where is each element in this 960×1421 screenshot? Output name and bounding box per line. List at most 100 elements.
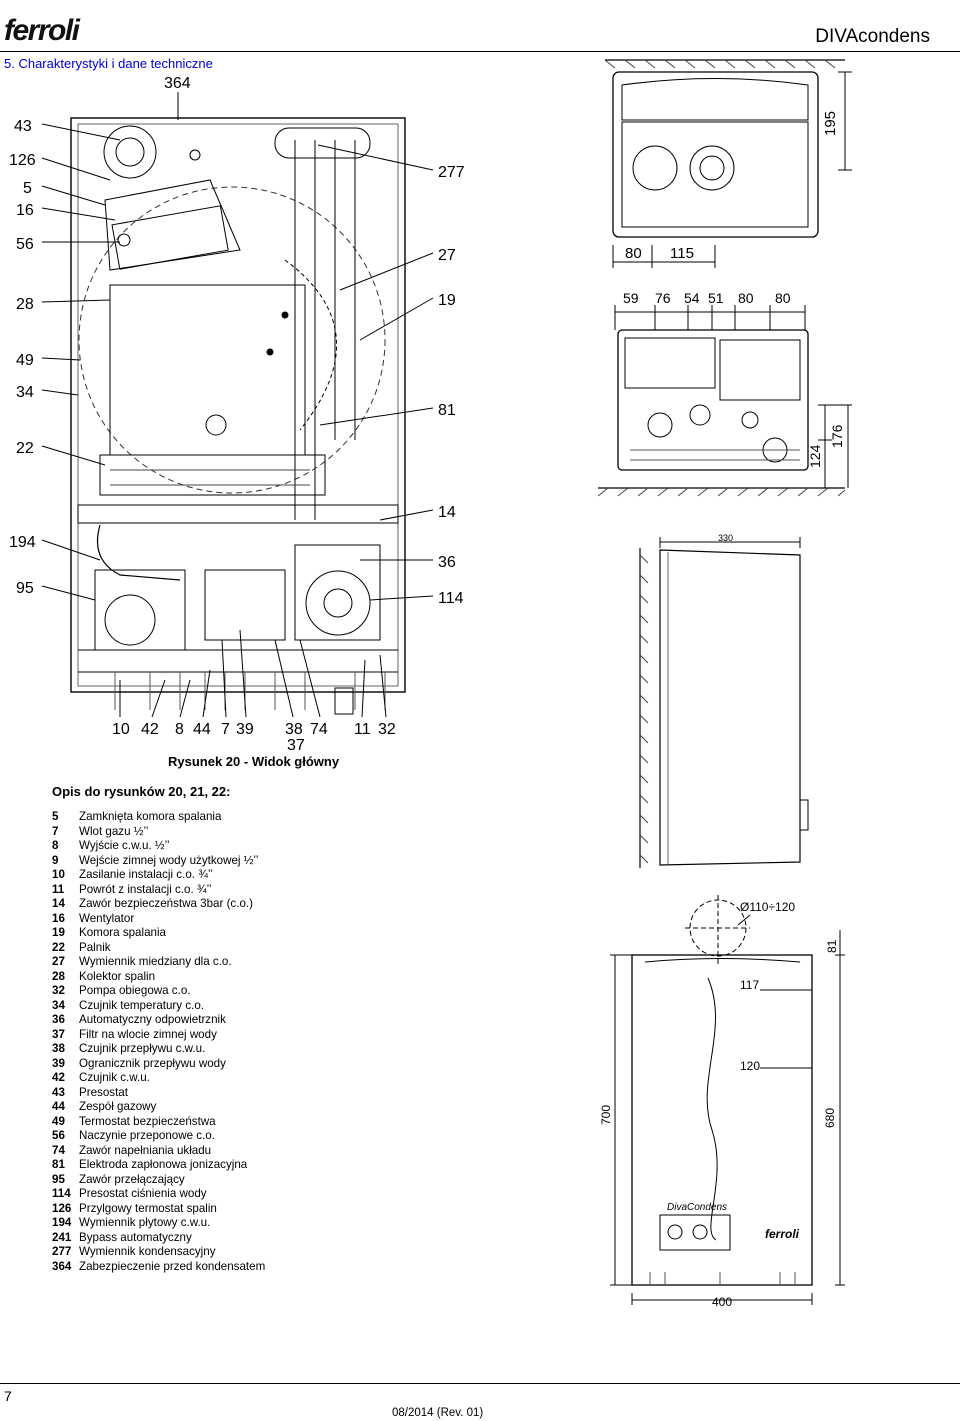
legend-item-text: Zabezpieczenie przed kondensatem <box>79 1259 266 1273</box>
callout-44: 44 <box>193 721 211 738</box>
legend-item-text: Powrót z instalacji c.o. ¾’’ <box>79 882 212 896</box>
legend-item-text: Wyjście c.w.u. ½’’ <box>79 839 170 852</box>
dim-400: 400 <box>712 1295 732 1309</box>
dim-76: 76 <box>655 290 671 306</box>
legend-item-number: 5 <box>52 810 59 823</box>
revision-date: 08/2014 (Rev. 01) <box>392 1407 484 1419</box>
legend-item-number: 114 <box>52 1187 71 1200</box>
bottom-view <box>597 305 852 497</box>
plate-ferroli: ferroli <box>765 1227 800 1241</box>
callout-8: 8 <box>175 721 184 738</box>
dim-59: 59 <box>623 290 639 306</box>
legend-item: 39 Ogranicznik przepływu wody <box>52 1057 265 1072</box>
dim-195: 195 <box>822 111 839 136</box>
legend-item-text: Wymiennik kondensacyjny <box>79 1245 216 1258</box>
legend-item-text: Zespół gazowy <box>79 1100 157 1113</box>
ferroli-logo-mark: ferroli <box>4 14 82 47</box>
legend-item-text: Pompa obiegowa c.o. <box>79 984 191 997</box>
legend-item-text: Zawór napełniania układu <box>79 1143 212 1157</box>
legend-item-number: 27 <box>52 955 65 968</box>
callout-22: 22 <box>16 440 34 457</box>
legend-item-text: Komora spalania <box>79 926 167 939</box>
legend-item-text: Palnik <box>79 940 111 954</box>
legend-item-number: 364 <box>52 1259 72 1273</box>
callouts: 43 126 5 16 56 28 49 34 22 194 95 277 27… <box>9 75 465 754</box>
legend-item-number: 11 <box>52 882 65 896</box>
dim-680: 680 <box>823 1108 837 1128</box>
legend-item-number: 9 <box>52 853 59 867</box>
dim-80-a: 80 <box>738 290 754 306</box>
page-number: 7 <box>4 1388 12 1404</box>
callout-277: 277 <box>438 164 465 181</box>
legend-item-text: Zasilanie instalacji c.o. ¾’’ <box>79 868 213 881</box>
legend-item-text: Automatyczny odpowietrznik <box>79 1013 226 1026</box>
callout-5: 5 <box>23 180 32 197</box>
legend-item-text: Zawór przełączający <box>79 1172 185 1186</box>
legend-item-text: Wymiennik płytowy c.w.u. <box>79 1216 211 1229</box>
dim-flue: Ø110÷120 <box>740 900 795 914</box>
legend-item: 277 Wymiennik kondensacyjny <box>52 1245 265 1260</box>
legend-item-text: Elektroda zapłonowa jonizacyjna <box>79 1158 248 1171</box>
legend-item-number: 37 <box>52 1027 65 1041</box>
legend-item-number: 74 <box>52 1143 65 1157</box>
legend-item: 22 Palnik <box>52 941 265 956</box>
legend-item: 19 Komora spalania <box>52 926 265 941</box>
legend-item-text: Czujnik temperatury c.o. <box>79 998 205 1012</box>
boiler-main-view <box>41 92 434 718</box>
dim-80-b: 80 <box>775 290 791 306</box>
dim-330: 330 <box>718 533 733 543</box>
top-view <box>604 59 852 268</box>
dim-700: 700 <box>599 1105 613 1125</box>
dim-124: 124 <box>807 444 823 468</box>
dim-117: 117 <box>740 978 759 992</box>
legend-item-text: Bypass automatyczny <box>79 1230 192 1244</box>
callout-42: 42 <box>141 721 159 738</box>
product-name: DIVAcondens <box>815 26 930 47</box>
callout-95: 95 <box>16 580 34 597</box>
logo-text: ferroli <box>4 14 81 47</box>
legend-item-number: 49 <box>52 1114 65 1128</box>
legend-item-number: 241 <box>52 1230 72 1244</box>
legend-item: 241 Bypass automatyczny <box>52 1231 265 1246</box>
legend-item-text: Presostat ciśnienia wody <box>79 1187 207 1200</box>
callout-43: 43 <box>14 118 32 135</box>
dim-120: 120 <box>740 1059 760 1073</box>
callout-28: 28 <box>16 296 34 313</box>
dim-80-top: 80 <box>625 245 642 262</box>
legend-item-number: 42 <box>52 1071 65 1084</box>
ferroli-logo: ferroli <box>4 8 84 50</box>
callout-7: 7 <box>221 721 230 738</box>
legend-item-text: Wejście zimnej wody użytkowej ½’’ <box>79 853 259 867</box>
legend-item-number: 277 <box>52 1245 72 1258</box>
legend-item-text: Zamknięta komora spalania <box>79 810 222 823</box>
callout-126: 126 <box>9 152 36 169</box>
front-view <box>610 895 845 1305</box>
legend-item-number: 39 <box>52 1056 65 1070</box>
legend-item-text: Zawór bezpieczeństwa 3bar (c.o.) <box>79 897 253 910</box>
legend-item-number: 22 <box>52 940 65 954</box>
legend-item-text: Ogranicznik przepływu wody <box>79 1056 226 1070</box>
callout-56: 56 <box>16 236 34 253</box>
plate-diva: DivaCondens <box>667 1202 727 1213</box>
legend-item: 114 Presostat ciśnienia wody <box>52 1187 265 1202</box>
legend-item-number: 19 <box>52 926 65 939</box>
legend-item-text: Naczynie przeponowe c.o. <box>79 1129 215 1142</box>
callout-74: 74 <box>310 721 328 738</box>
callout-39: 39 <box>236 721 254 738</box>
legend-item-number: 16 <box>52 911 65 925</box>
